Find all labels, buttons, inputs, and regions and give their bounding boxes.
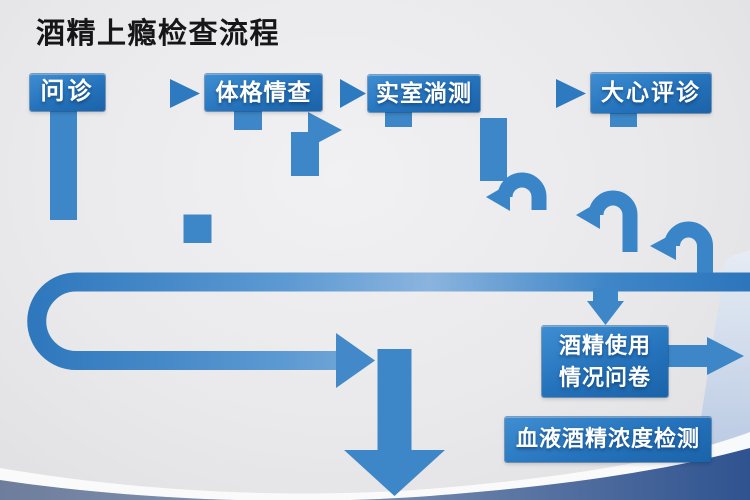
questionnaire-label-line2: 情况问卷 xyxy=(558,364,651,390)
node-physical-exam-label: 体格情查 xyxy=(215,78,312,105)
page-title: 酒精上瘾检查流程 xyxy=(36,18,281,50)
node-blood-alcohol-test: 血液酒精浓度检测 xyxy=(505,417,711,462)
ribbon-staircase xyxy=(50,207,648,252)
hook-arrow-2 xyxy=(576,190,638,252)
u-turn-arrow xyxy=(27,272,750,388)
ribbon-bar-top xyxy=(385,115,637,181)
node-psych-eval: 大心评诊 xyxy=(591,73,711,113)
questionnaire-drop-arrow xyxy=(587,288,624,325)
connector-arrow-1 xyxy=(111,79,200,108)
node-lab-test: 实室淌测 xyxy=(368,75,480,112)
node-interview: 问诊 xyxy=(30,74,105,111)
node-physical-exam: 体格情查 xyxy=(205,74,322,111)
bottom-swoosh xyxy=(0,432,750,500)
node-blood-alcohol-test-label: 血液酒精浓度检测 xyxy=(515,426,700,452)
hook-arrow-3 xyxy=(650,221,713,287)
connector-arrow-2 xyxy=(326,79,366,108)
winding-ribbon xyxy=(27,108,750,496)
questionnaire-label-line1: 酒精使用 xyxy=(558,332,651,358)
node-interview-label: 问诊 xyxy=(40,78,95,106)
branch-arrow-physical-exam xyxy=(234,108,342,176)
node-alcohol-use-questionnaire: 酒精使用 情况问卷 xyxy=(542,326,668,397)
node-psych-eval-label: 大心评诊 xyxy=(601,79,701,106)
node-lab-test-label: 实室淌测 xyxy=(376,79,472,106)
hook-arrow-1 xyxy=(486,172,547,211)
exit-arrow xyxy=(668,337,744,375)
down-arrow xyxy=(344,348,542,496)
connector-arrow-3 xyxy=(486,79,586,108)
